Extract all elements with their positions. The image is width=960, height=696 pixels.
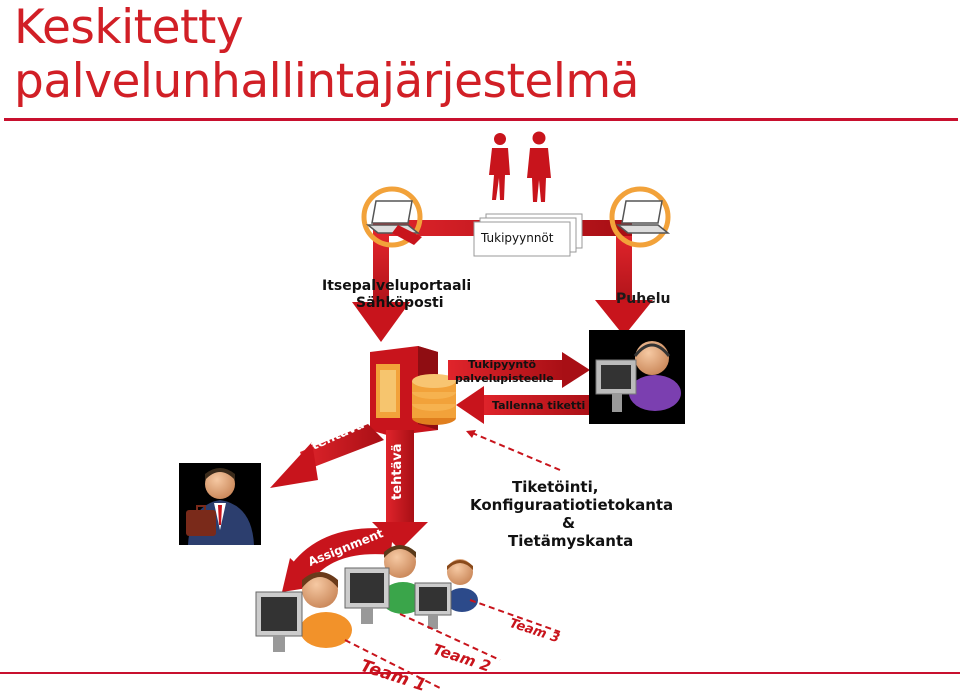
title-line-1: Keskitetty	[14, 0, 244, 55]
to-service-label-line1: Tukipyyntö	[468, 358, 537, 371]
db-label-line1: Tiketöinti,	[512, 478, 599, 496]
db-link-dashed-arrow	[469, 431, 561, 471]
workstation-users-icon	[255, 545, 478, 652]
to-service-label-line2: palvelupisteelle	[455, 372, 554, 385]
db-label-line3: &	[562, 514, 576, 532]
title-line-2: palvelunhallintajärjestelmä	[14, 54, 639, 109]
laptop-icon	[361, 186, 423, 248]
request-documents	[473, 213, 583, 257]
footer-rule	[0, 672, 960, 674]
team1-dashed-line	[344, 639, 441, 689]
helpdesk-agent-icon	[589, 330, 685, 424]
manager-icon	[179, 463, 261, 545]
requests-label: Tukipyynnöt	[481, 231, 554, 245]
save-ticket-arrow	[456, 386, 598, 424]
save-ticket-label: Tallenna tiketti	[492, 399, 586, 412]
task-manager-arrow	[270, 424, 384, 488]
db-label-line2: Konfiguraatiotietokanta	[470, 496, 674, 514]
db-label-line4: Tietämyskanta	[508, 532, 634, 550]
phone-down-arrow	[595, 236, 653, 336]
laptop-icon	[609, 186, 671, 248]
task-label-vertical: tehtävä	[390, 443, 405, 500]
title-rule	[4, 118, 958, 121]
team2-dashed-line	[399, 613, 501, 661]
portal-down-arrow	[352, 236, 410, 342]
portal-label-line1: Itsepalveluportaali	[322, 278, 472, 294]
portal-label-line2: Sähköposti	[356, 295, 444, 311]
database-icon	[412, 374, 456, 425]
to-service-desk-arrow	[448, 352, 590, 388]
phone-label: Puhelu	[616, 291, 671, 307]
assignment-curved-arrow	[291, 528, 394, 581]
business-people-icon	[489, 131, 551, 202]
team3-dashed-line	[469, 599, 561, 633]
